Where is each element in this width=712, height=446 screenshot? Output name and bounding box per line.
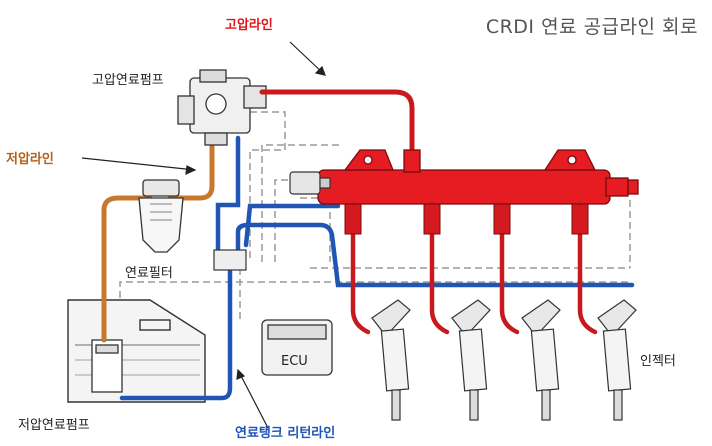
injector-3	[521, 299, 561, 421]
label-high-pressure-pump: 고압연료펌프	[92, 73, 164, 88]
injector-2	[451, 299, 491, 421]
ecu-unit	[261, 319, 333, 376]
junction-block	[213, 249, 247, 271]
low-pressure-pump	[91, 339, 123, 393]
injector-feed-pipes	[350, 201, 598, 335]
high-pressure-pump	[177, 69, 267, 146]
label-ecu: ECU	[281, 354, 308, 369]
pressure-regulator	[289, 171, 331, 195]
diagram-title: CRDI 연료 공급라인 회로	[485, 16, 698, 38]
label-return-line: 연료탱크 리턴라인	[235, 426, 336, 441]
label-injector: 인젝터	[640, 354, 676, 369]
rail-ports	[344, 203, 589, 235]
low-pressure-line	[101, 139, 215, 343]
signal-wires	[119, 111, 631, 322]
fuel-filter	[138, 179, 184, 253]
return-line	[119, 135, 635, 401]
label-fuel-filter: 연료필터	[125, 266, 173, 281]
injector-4	[597, 299, 637, 421]
fuel-tank	[67, 299, 206, 403]
high-pressure-line	[259, 89, 415, 158]
injector-1	[371, 299, 411, 421]
common-rail	[317, 149, 639, 205]
pointer-arrows	[81, 41, 326, 429]
label-low-pressure-line: 저압라인	[6, 152, 54, 167]
label-high-pressure-line: 고압라인	[225, 18, 273, 33]
label-low-pressure-pump: 저압연료펌프	[18, 418, 90, 433]
